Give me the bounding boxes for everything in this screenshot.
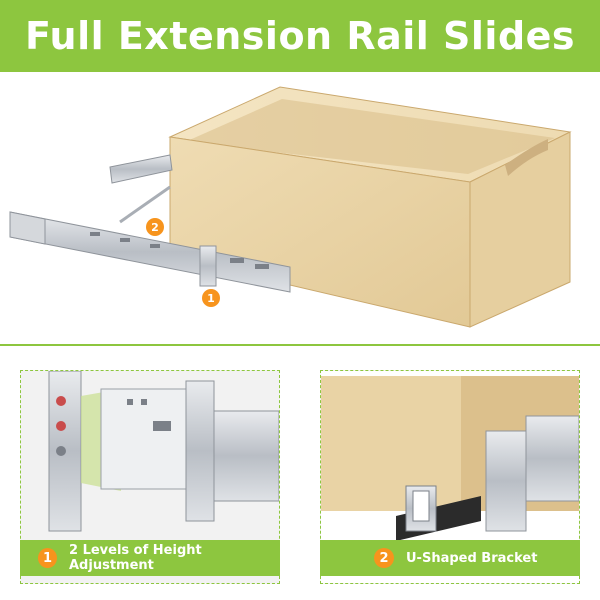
page-title: Full Extension Rail Slides <box>24 14 576 58</box>
marker-2: 2 <box>146 218 164 236</box>
section-divider <box>0 344 600 346</box>
marker-1: 1 <box>202 289 220 307</box>
caption-number-1: 1 <box>38 548 57 568</box>
drawer-illustration <box>9 86 572 328</box>
caption-u-bracket: 2 U-Shaped Bracket <box>320 540 580 576</box>
caption-text-2: U-Shaped Bracket <box>406 550 538 566</box>
caption-number-2: 2 <box>374 548 394 568</box>
caption-height-adjustment: 1 2 Levels of Height Adjustment <box>20 540 280 576</box>
caption-text-1: 2 Levels of Height Adjustment <box>69 543 202 573</box>
title-banner: Full Extension Rail Slides <box>0 0 600 72</box>
